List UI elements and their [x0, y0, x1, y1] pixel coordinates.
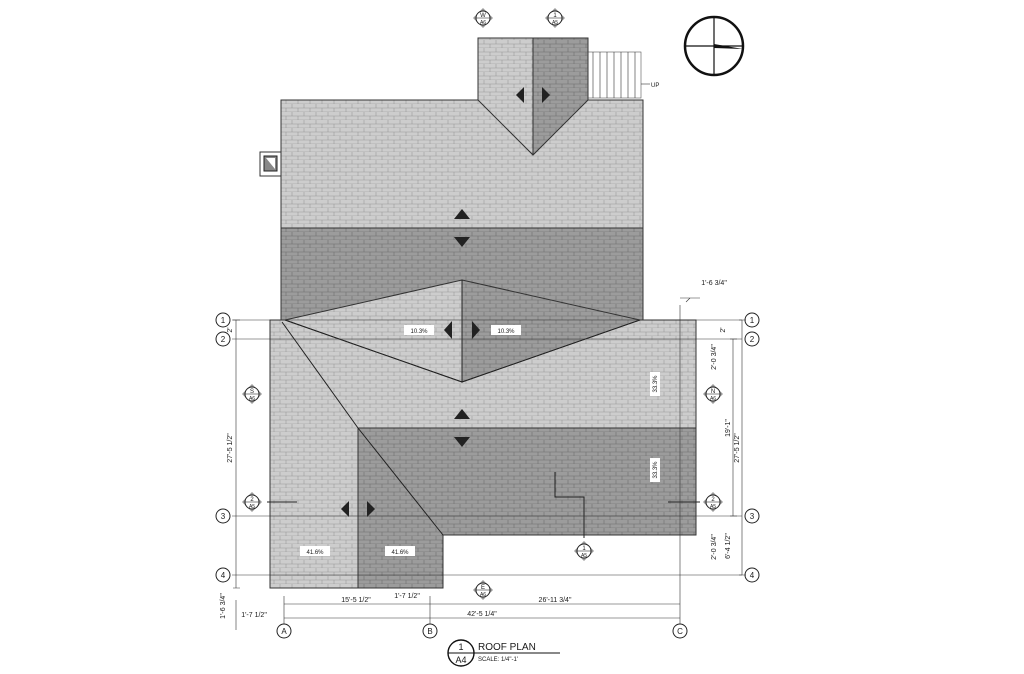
- dimension-text: 19'-1": [725, 419, 732, 437]
- svg-text:A5: A5: [249, 504, 255, 510]
- dimension-text: 1'-6 3/4": [701, 280, 727, 287]
- svg-text:A5: A5: [552, 20, 558, 26]
- svg-text:N: N: [711, 389, 715, 395]
- grid-label: 4: [750, 571, 755, 580]
- dimension-text: 26'-11 3/4": [539, 597, 572, 604]
- section-marker: W A6: [473, 8, 493, 28]
- stairs: [585, 51, 650, 99]
- section-marker: 2 A5: [242, 492, 262, 512]
- sheet-number: A4: [455, 655, 466, 665]
- grid-lines: [232, 305, 742, 626]
- north-arrow-icon: [683, 15, 745, 77]
- grid-label: 3: [750, 512, 755, 521]
- dimension-text: 27'-5 1/2": [227, 433, 234, 463]
- svg-text:1: 1: [582, 546, 586, 552]
- svg-text:S: S: [250, 389, 254, 395]
- grid-label: C: [677, 627, 683, 636]
- svg-text:A5: A5: [581, 553, 587, 559]
- svg-text:E: E: [481, 585, 485, 591]
- svg-text:1: 1: [553, 13, 557, 19]
- dimension-text: 27'-5 1/2": [734, 433, 741, 463]
- dimension-text: 2'-0 3/4": [711, 534, 718, 560]
- section-marker: 1 A5: [574, 541, 594, 561]
- drawing-scale: SCALE: 1/4"-1': [478, 657, 518, 663]
- svg-text:A6: A6: [249, 396, 255, 402]
- dimension-text: 15'-5 1/2": [341, 597, 371, 604]
- drawing-title: ROOF PLAN: [478, 642, 536, 653]
- grid-label: 2: [750, 335, 755, 344]
- dormer-roof: [477, 37, 589, 157]
- grid-label: 2: [221, 335, 226, 344]
- svg-text:A6: A6: [480, 592, 486, 598]
- detail-number: 1: [458, 642, 463, 652]
- svg-text:2: 2: [250, 497, 254, 503]
- svg-text:W: W: [480, 13, 486, 19]
- drawing-title-block: 1 A4 ROOF PLAN SCALE: 1/4"-1': [447, 639, 560, 667]
- svg-text:2: 2: [711, 497, 715, 503]
- grid-label: B: [427, 627, 432, 636]
- svg-text:A5: A5: [710, 504, 716, 510]
- slope-label: 10.3%: [497, 329, 515, 335]
- dimension-text: 42'-5 1/4": [467, 611, 497, 618]
- section-marker: S A6: [242, 384, 262, 404]
- slope-arrows: [341, 87, 550, 517]
- dimension-labels: 1'-6 3/4" 27'-5 1/2" 2' 2' 2'-0 3/4" 19'…: [220, 280, 741, 619]
- grid-label: A: [281, 627, 287, 636]
- dimension-text: 6'-4 1/2": [725, 533, 732, 559]
- section-marker: N A6: [703, 384, 723, 404]
- grid-label: 1: [750, 316, 755, 325]
- dimension-text: 2'-0 3/4": [711, 344, 718, 370]
- slope-labels: 10.3% 10.3% 33.3% 33.3% 41.6% 41.6%: [300, 325, 660, 556]
- dimension-text: 2': [720, 327, 727, 332]
- slope-label: 10.3%: [410, 329, 428, 335]
- section-marker: E A6: [473, 580, 493, 600]
- dimension-text: 1'-6 3/4": [220, 593, 227, 619]
- lower-roof: [269, 279, 697, 589]
- up-label: UP: [651, 83, 659, 89]
- slope-label: 41.6%: [391, 550, 409, 556]
- svg-text:A6: A6: [480, 20, 486, 26]
- chimney: [259, 151, 282, 177]
- grid-bubbles: 1 2 3 4 1 2 3 4 A B C: [215, 312, 760, 639]
- svg-text:A6: A6: [710, 396, 716, 402]
- section-marker: 1 A5: [545, 8, 565, 28]
- section-marker: 2 A5: [703, 492, 723, 512]
- slope-label: 41.6%: [306, 550, 324, 556]
- dimension-text: 2': [227, 327, 234, 332]
- slope-label: 33.3%: [653, 375, 659, 393]
- dimension-lines: [233, 297, 746, 630]
- section-cut-lines: [267, 472, 700, 538]
- dimension-text: 1'-7 1/2": [394, 593, 420, 600]
- grid-label: 3: [221, 512, 226, 521]
- grid-label: 4: [221, 571, 226, 580]
- dimension-text: 1'-7 1/2": [241, 612, 267, 619]
- slope-label: 33.3%: [653, 461, 659, 479]
- grid-label: 1: [221, 316, 226, 325]
